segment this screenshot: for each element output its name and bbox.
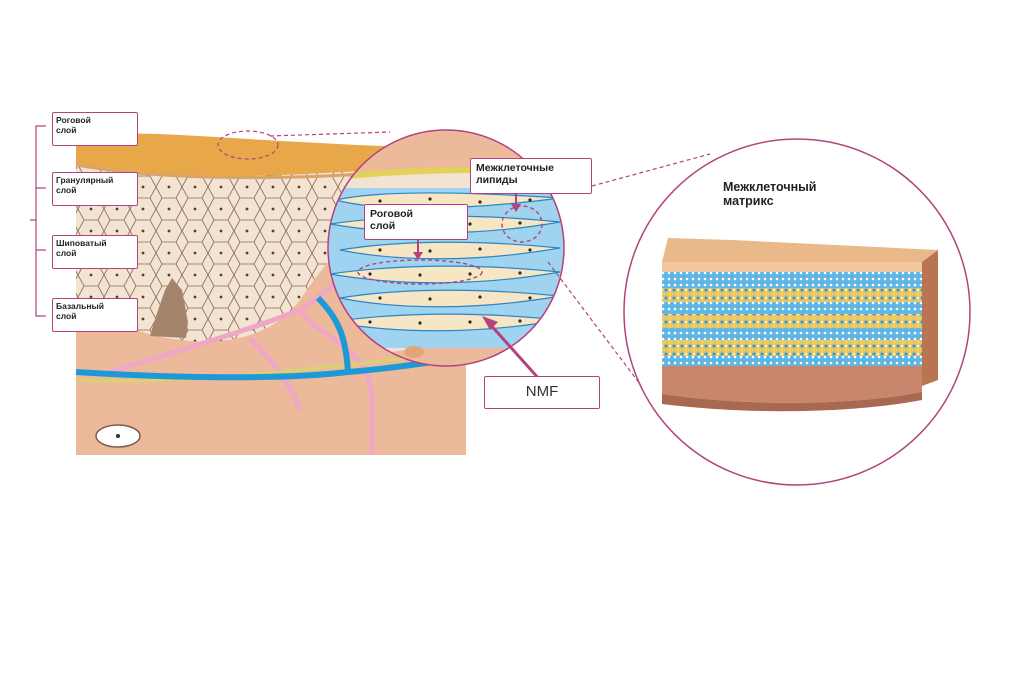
zoom-connector-top [269,131,391,137]
matrix-circle [623,138,971,486]
label-stratum-corneum: Роговой слой [52,112,138,146]
matrix-connector-bottom [547,261,653,401]
hair-follicle [150,278,188,338]
matrix-title: Межклеточный матрикс [723,180,817,208]
zoom-source-outline [217,130,279,160]
highlight-corneocyte [357,259,483,285]
label-intercellular-lipids: Межклеточные липиды [470,158,592,194]
arrow-nmf [486,320,542,382]
label-zoom-corneum: Роговой слой [364,204,468,240]
matrix-block [662,238,938,412]
granular-band [75,163,391,180]
stratum-corneum-layer [76,133,390,177]
epidermis-cells [76,150,390,342]
label-nmf: NMF [484,376,600,409]
matrix-connector-top [591,153,711,187]
label-stratum-granulosum: Гранулярный слой [52,172,138,206]
label-stratum-spinosum: Шиповатый слой [52,235,138,269]
label-stratum-basale: Базальный слой [52,298,138,332]
layer-bracket [30,125,46,317]
highlight-lipids [501,205,543,243]
